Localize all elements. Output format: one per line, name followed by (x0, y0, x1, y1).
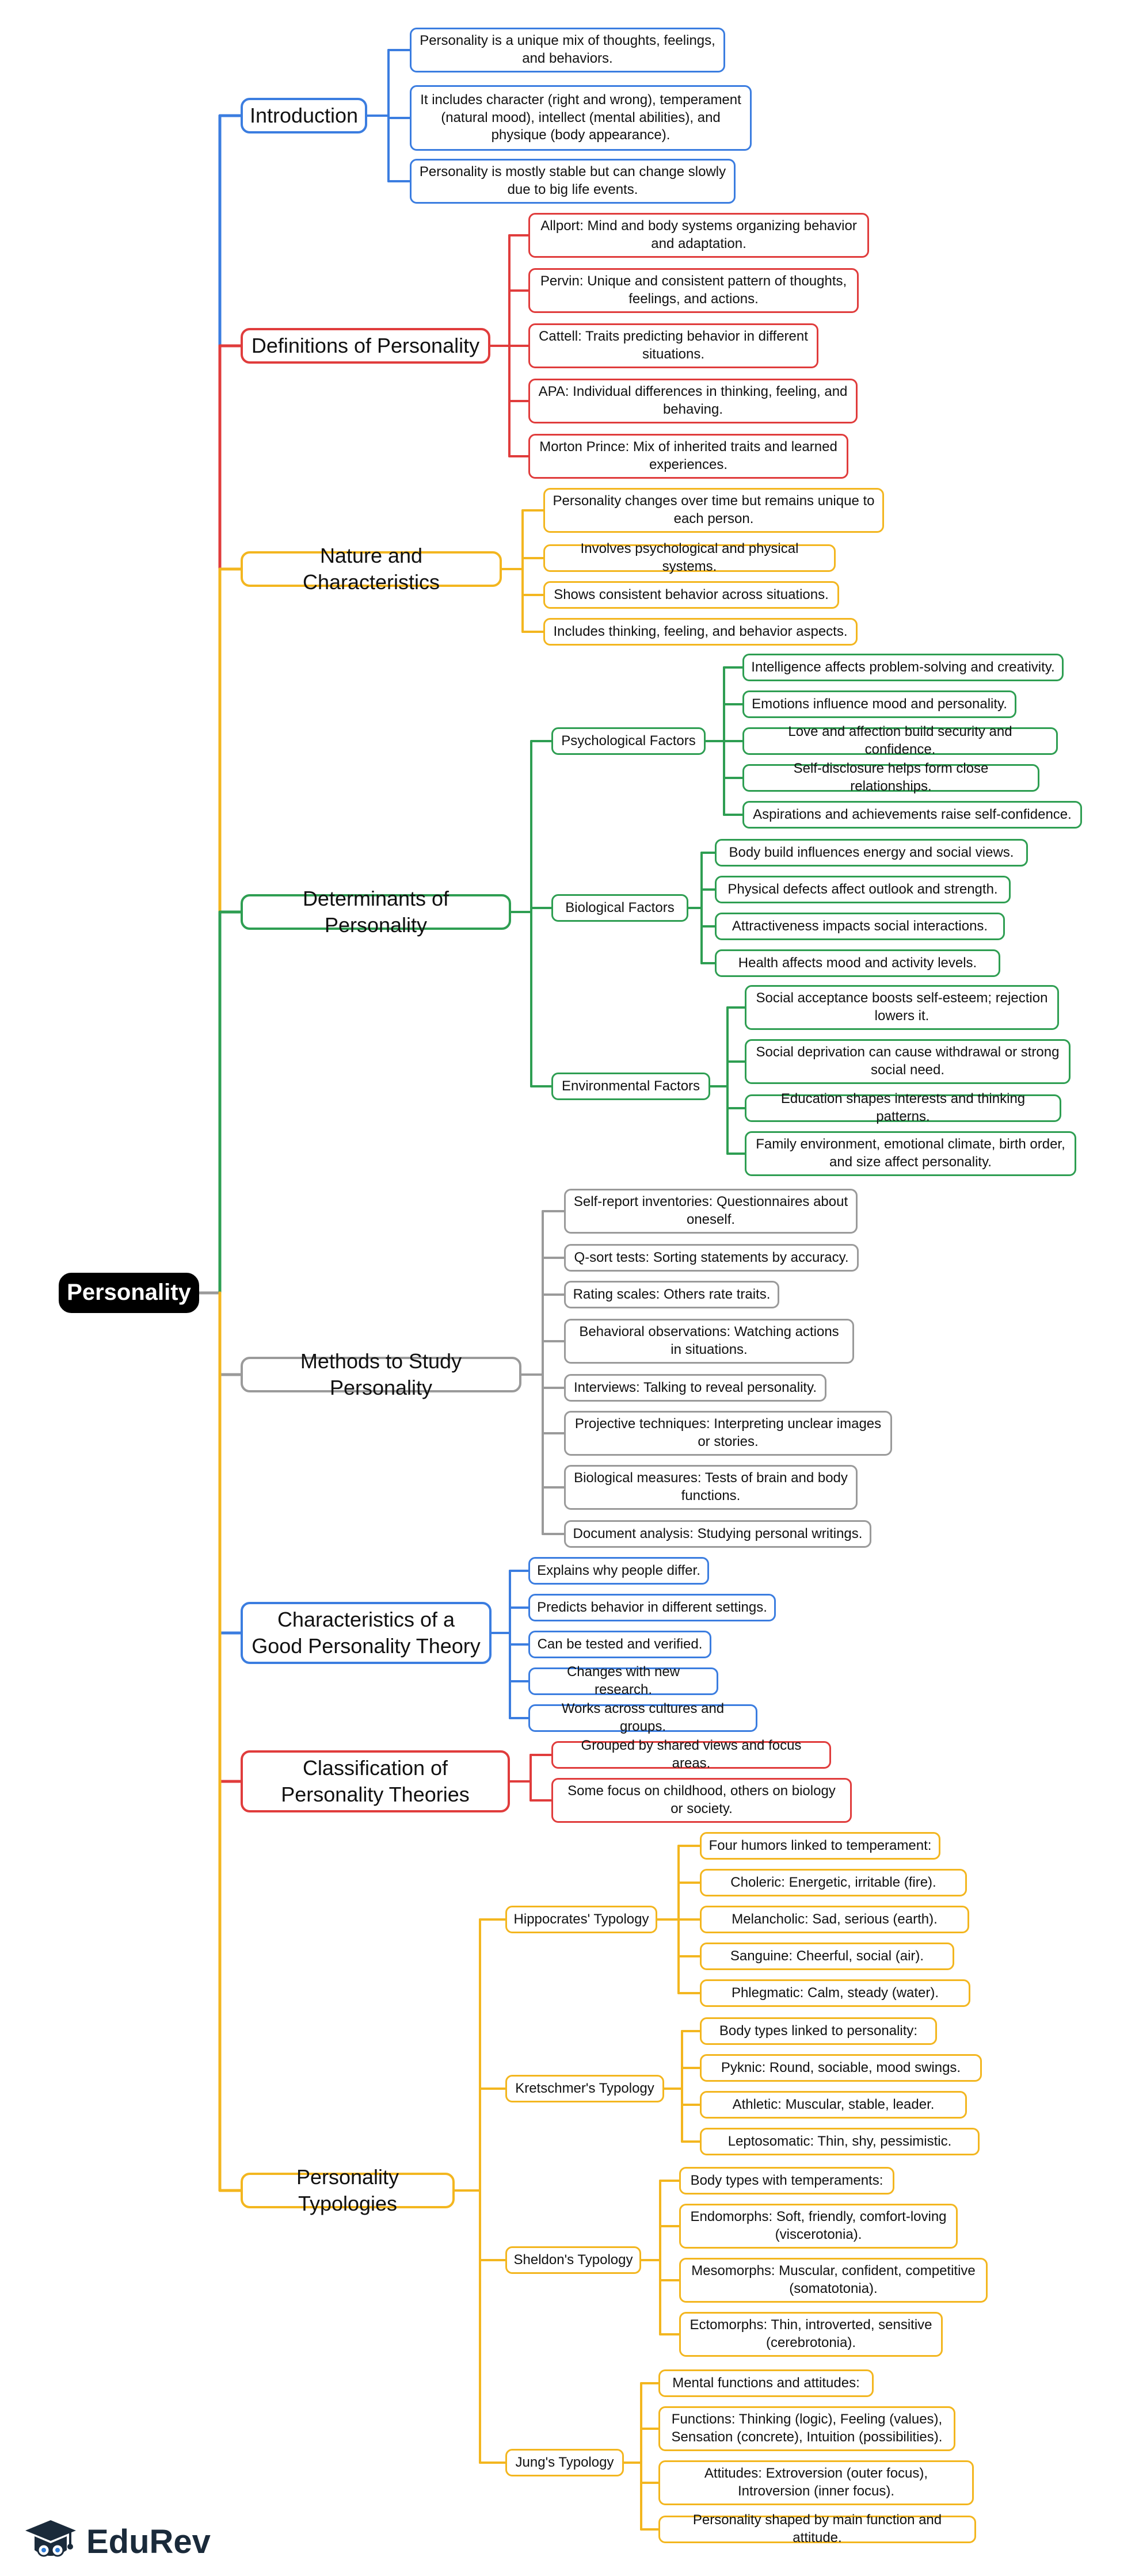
method-leaf: Rating scales: Others rate traits. (564, 1281, 779, 1308)
branch-definitions: Definitions of Personality (241, 328, 490, 364)
intro-leaf: Personality is mostly stable but can cha… (410, 159, 736, 204)
group-kretschmer: Kretschmer's Typology (505, 2075, 664, 2102)
good-theory-leaf: Predicts behavior in different settings. (528, 1594, 776, 1621)
good-theory-leaf: Explains why people differ. (528, 1557, 709, 1585)
hippocrates-leaf: Melancholic: Sad, serious (earth). (700, 1906, 969, 1933)
good-theory-leaf: Works across cultures and groups. (528, 1701, 757, 1734)
hippocrates-leaf: Four humors linked to temperament: (700, 1832, 940, 1860)
branch-classification: Classification of Personality Theories (241, 1750, 510, 1812)
env-leaf: Family environment, emotional climate, b… (745, 1131, 1076, 1176)
hippocrates-leaf: Sanguine: Cheerful, social (air). (700, 1943, 954, 1970)
root-node: Personality (59, 1273, 199, 1313)
hippocrates-leaf: Phlegmatic: Calm, steady (water). (700, 1979, 970, 2007)
sheldon-leaf: Ectomorphs: Thin, introverted, sensitive… (679, 2312, 943, 2357)
bio-leaf: Health affects mood and activity levels. (715, 949, 1000, 977)
classification-leaf: Grouped by shared views and focus areas. (551, 1738, 831, 1771)
jung-leaf: Mental functions and attitudes: (658, 2369, 874, 2397)
group-hippocrates: Hippocrates' Typology (505, 1906, 657, 1933)
method-leaf: Self-report inventories: Questionnaires … (564, 1189, 858, 1234)
method-leaf: Projective techniques: Interpreting uncl… (564, 1411, 892, 1456)
group-sheldon: Sheldon's Typology (505, 2246, 641, 2274)
jung-leaf: Functions: Thinking (logic), Feeling (va… (658, 2406, 955, 2451)
jung-leaf: Attitudes: Extroversion (outer focus), I… (658, 2460, 974, 2505)
sheldon-leaf: Body types with temperaments: (679, 2167, 894, 2195)
method-leaf: Biological measures: Tests of brain and … (564, 1465, 858, 1510)
good-theory-leaf: Changes with new research. (528, 1664, 718, 1697)
psych-leaf: Intelligence affects problem-solving and… (742, 654, 1064, 681)
kretschmer-leaf: Body types linked to personality: (700, 2017, 937, 2045)
psych-leaf: Self-disclosure helps form close relatio… (742, 761, 1039, 794)
edurev-cap-logo-icon (25, 2520, 76, 2557)
branch-introduction: Introduction (241, 98, 367, 133)
sheldon-leaf: Mesomorphs: Muscular, confident, competi… (679, 2258, 988, 2303)
definition-leaf: APA: Individual differences in thinking,… (528, 379, 858, 423)
intro-leaf: It includes character (right and wrong),… (410, 85, 752, 151)
definition-leaf: Morton Prince: Mix of inherited traits a… (528, 434, 848, 479)
branch-typologies: Personality Typologies (241, 2165, 455, 2215)
kretschmer-leaf: Pyknic: Round, sociable, mood swings. (700, 2054, 982, 2082)
edurev-logo: EduRev (22, 2516, 211, 2567)
definition-leaf: Pervin: Unique and consistent pattern of… (528, 268, 859, 313)
bio-leaf: Body build influences energy and social … (715, 839, 1028, 867)
method-leaf: Interviews: Talking to reveal personalit… (564, 1374, 826, 1402)
psych-leaf: Emotions influence mood and personality. (742, 690, 1016, 718)
env-leaf: Education shapes interests and thinking … (745, 1091, 1061, 1124)
method-leaf: Document analysis: Studying personal wri… (564, 1520, 871, 1548)
intro-leaf: Personality is a unique mix of thoughts,… (410, 28, 725, 72)
nature-leaf: Includes thinking, feeling, and behavior… (543, 618, 858, 646)
classification-leaf: Some focus on childhood, others on biolo… (551, 1778, 852, 1823)
group-environmental: Environmental Factors (551, 1073, 710, 1100)
nature-leaf: Personality changes over time but remain… (543, 488, 884, 533)
psych-leaf: Aspirations and achievements raise self-… (742, 801, 1082, 829)
definition-leaf: Allport: Mind and body systems organizin… (528, 213, 869, 258)
env-leaf: Social acceptance boosts self-esteem; re… (745, 985, 1059, 1030)
psych-leaf: Love and affection build security and co… (742, 724, 1058, 757)
brand-name: EduRev (86, 2522, 211, 2560)
sheldon-leaf: Endomorphs: Soft, friendly, comfort-lovi… (679, 2204, 958, 2249)
kretschmer-leaf: Athletic: Muscular, stable, leader. (700, 2091, 967, 2119)
branch-methods: Methods to Study Personality (241, 1349, 521, 1399)
bio-leaf: Physical defects affect outlook and stre… (715, 876, 1011, 903)
good-theory-leaf: Can be tested and verified. (528, 1631, 711, 1658)
nature-leaf: Shows consistent behavior across situati… (543, 581, 839, 609)
branch-determinants: Determinants of Personality (241, 887, 511, 937)
method-leaf: Behavioral observations: Watching action… (564, 1319, 854, 1364)
definition-leaf: Cattell: Traits predicting behavior in d… (528, 323, 818, 368)
branch-good-theory: Characteristics of a Good Personality Th… (241, 1602, 492, 1664)
env-leaf: Social deprivation can cause withdrawal … (745, 1039, 1071, 1084)
bio-leaf: Attractiveness impacts social interactio… (715, 913, 1005, 940)
branch-nature: Nature and Characteristics (241, 544, 502, 594)
kretschmer-leaf: Leptosomatic: Thin, shy, pessimistic. (700, 2128, 980, 2155)
method-leaf: Q-sort tests: Sorting statements by accu… (564, 1244, 859, 1272)
nature-leaf: Involves psychological and physical syst… (543, 541, 836, 574)
group-biological: Biological Factors (551, 894, 688, 922)
group-jung: Jung's Typology (505, 2449, 624, 2476)
group-psychological: Psychological Factors (551, 727, 706, 755)
jung-leaf: Personality shaped by main function and … (658, 2512, 976, 2546)
hippocrates-leaf: Choleric: Energetic, irritable (fire). (700, 1869, 967, 1896)
